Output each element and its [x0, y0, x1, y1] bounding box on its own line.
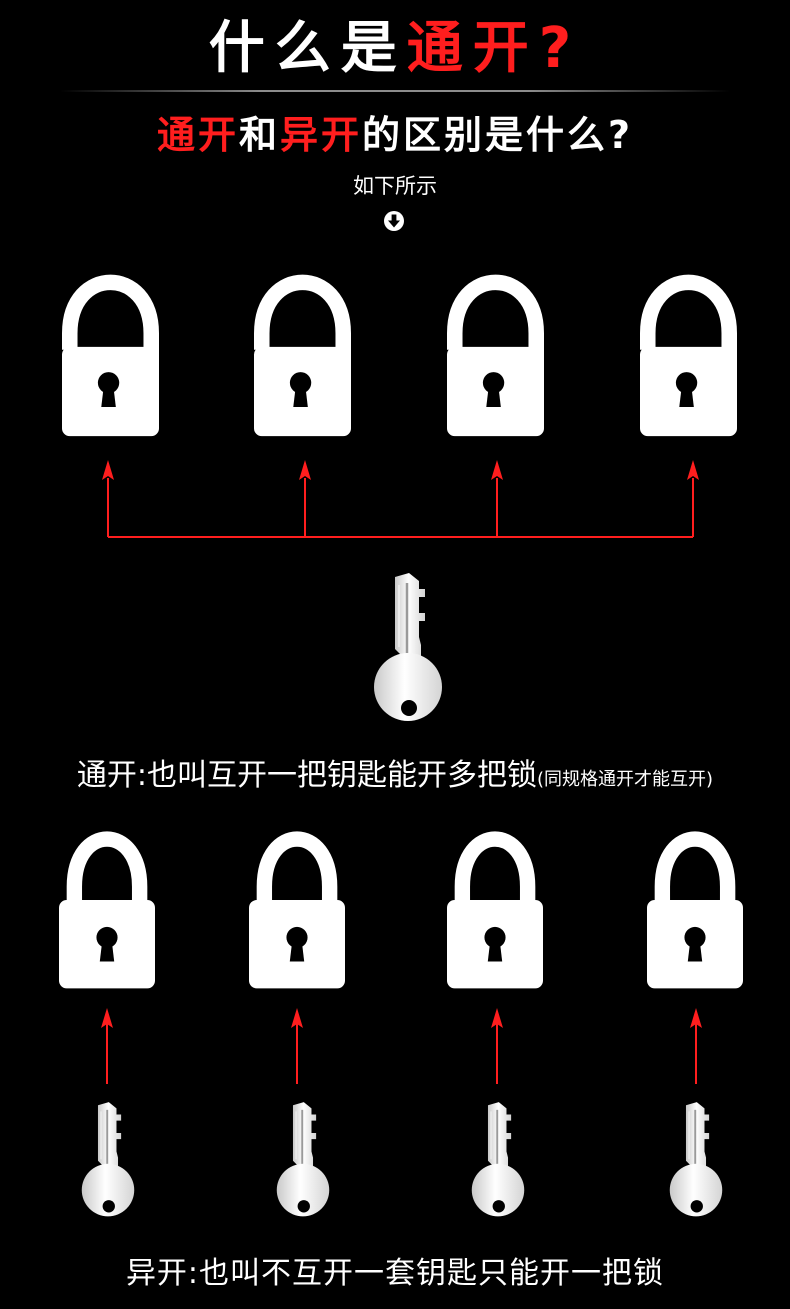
title-suffix: ? [538, 16, 582, 81]
key-icon [275, 1101, 331, 1218]
arrow-up-icon [299, 460, 311, 480]
key-icon [372, 571, 444, 723]
subtitle-and: 和 [238, 113, 280, 157]
key-icon [470, 1101, 526, 1218]
key-icon [668, 1101, 724, 1218]
connector-lines [107, 478, 694, 538]
arrow-lines [106, 1024, 697, 1084]
closed-padlock-icon [447, 839, 543, 988]
arrow-down-circle-icon [384, 211, 404, 231]
subtitle-tongkai: 通开 [156, 113, 239, 157]
hint-text: 如下所示 [353, 174, 437, 198]
arrow-up-icon [687, 460, 699, 480]
open-padlock-icon [447, 282, 544, 436]
yikai-caption: 异开:也叫不互开一套钥匙只能开一把锁 [125, 1256, 665, 1291]
closed-padlock-icon [647, 839, 743, 988]
key-icon [80, 1101, 136, 1218]
arrow-up-icon [102, 460, 114, 480]
title-highlight: 通开 [406, 16, 539, 81]
title-divider [60, 90, 730, 92]
open-padlock-icon [62, 282, 159, 436]
tongkai-caption-note: (同规格通开才能互开) [537, 769, 714, 790]
open-padlock-icon [254, 282, 351, 436]
subtitle: 通开和异开的区别是什么? [0, 108, 790, 162]
arrow-up-icon [491, 460, 503, 480]
tongkai-caption-text: 通开:也叫互开一把钥匙能开多把锁 [76, 758, 538, 793]
closed-padlock-icon [59, 839, 155, 988]
closed-padlock-icon [249, 839, 345, 988]
open-padlock-icon [640, 282, 737, 436]
title-prefix: 什么是 [208, 16, 407, 81]
tongkai-caption: 通开:也叫互开一把钥匙能开多把锁(同规格通开才能互开) [0, 752, 790, 804]
page-title: 什么是通开? [0, 14, 790, 84]
subtitle-yikai: 异开 [279, 113, 362, 157]
subtitle-question: 的区别是什么? [362, 113, 634, 157]
